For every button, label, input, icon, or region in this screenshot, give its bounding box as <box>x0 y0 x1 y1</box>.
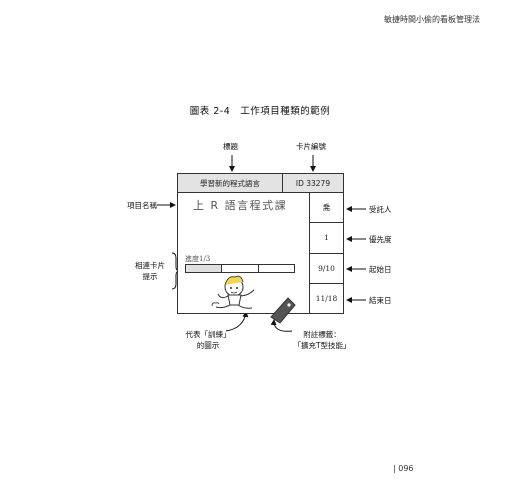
priority-cell: 1 <box>310 223 343 254</box>
item-name-label: 項目名稱 <box>127 201 157 210</box>
running-head: 敏捷時間小偷的看板管理法 <box>384 15 480 24</box>
progress-segment <box>259 265 294 272</box>
progress-bar <box>185 264 295 273</box>
title-label: 標題 <box>223 142 238 151</box>
related-cards-line2: 提示 <box>142 272 158 281</box>
page-number: | 096 <box>393 464 414 473</box>
related-cards-line1: 相連卡片 <box>135 261 165 270</box>
card-title-cell: 學習新的程式語言 <box>178 174 283 193</box>
training-icon-label: 代表「訓練」 的圖示 <box>180 329 236 351</box>
task-title: 上 R 語言程式課 <box>193 199 288 212</box>
start-date-cell: 9/10 <box>310 254 343 284</box>
assignee-label: 受託人 <box>369 205 392 214</box>
training-person-icon <box>211 275 255 309</box>
tag-label: 附註標籤： 「擴充T型技能」 <box>290 329 354 351</box>
training-line2: 的圖示 <box>196 341 220 350</box>
tag-arrow <box>270 319 293 332</box>
progress-segment <box>222 265 259 272</box>
card-side-column: 喬 1 9/10 11/18 <box>309 193 343 314</box>
tag-line1: 附註標籤： <box>303 330 341 339</box>
tag-line2: 「擴充T型技能」 <box>293 341 351 350</box>
card-id-cell: ID 33279 <box>283 174 343 193</box>
related-cards-label: 相連卡片 提示 <box>131 260 169 282</box>
kanban-card: 學習新的程式語言 ID 33279 喬 1 9/10 11/18 <box>177 173 344 314</box>
end-date-cell: 11/18 <box>315 293 338 303</box>
figure-title: 圖表 2-4 工作項目種類的範例 <box>189 106 331 117</box>
start-date-label: 起始日 <box>369 265 392 274</box>
priority-label: 優先度 <box>369 235 392 244</box>
card-number-label: 卡片編號 <box>296 142 326 151</box>
training-icon-arrow <box>225 311 249 332</box>
assignee-cell: 喬 <box>310 193 343 224</box>
progress-segment <box>186 265 223 272</box>
end-date-label: 結束日 <box>369 296 392 305</box>
training-line1: 代表「訓練」 <box>185 330 231 339</box>
tag-icon <box>270 297 296 324</box>
progress-label: 進度1/3 <box>185 255 211 263</box>
